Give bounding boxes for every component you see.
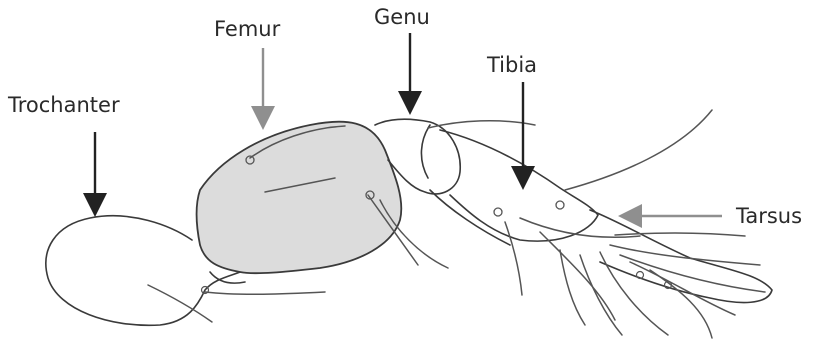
label-genu: Genu (374, 5, 430, 29)
tibia-segment (440, 130, 598, 241)
tibia-seta (505, 222, 522, 295)
label-trochanter: Trochanter (7, 93, 120, 117)
tibia-seta (540, 232, 615, 320)
tibia-seta (565, 110, 712, 190)
label-tibia: Tibia (486, 53, 537, 77)
genu-joint (421, 125, 430, 178)
label-femur: Femur (214, 17, 281, 41)
tarsus-seta (615, 233, 745, 236)
tarsus-seta (560, 250, 585, 325)
label-tarsus: Tarsus (735, 204, 802, 228)
tibia-setal-socket (494, 208, 502, 216)
tarsus-seta (580, 255, 622, 335)
tibia-setal-socket (556, 201, 564, 209)
tarsus-seta (630, 262, 735, 315)
trochanter-seta (205, 292, 325, 294)
tibia-segment-lower (430, 190, 510, 245)
trochanter-seta (148, 285, 212, 322)
genu-seta (428, 121, 535, 128)
